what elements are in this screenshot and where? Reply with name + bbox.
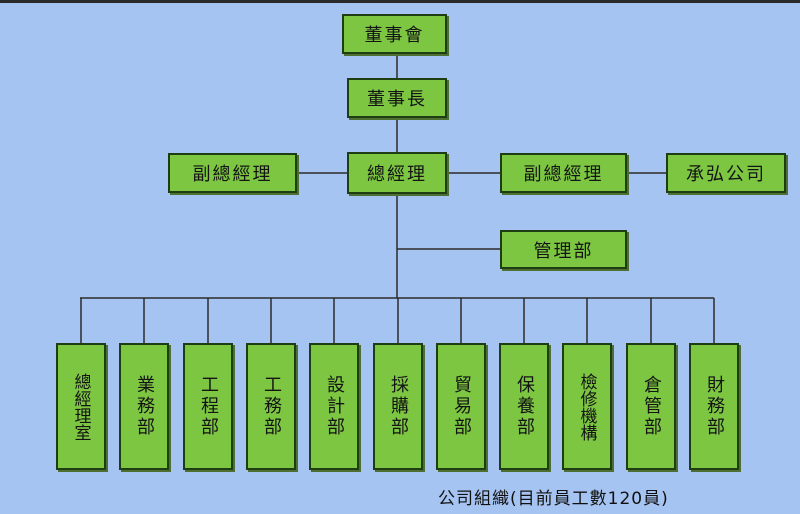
department-box: 設計部 <box>309 343 359 470</box>
department-box: 採購部 <box>373 343 423 470</box>
chairman-box: 董事長 <box>347 78 447 118</box>
vp-left-box: 副總經理 <box>168 153 297 193</box>
department-box: 倉管部 <box>626 343 676 470</box>
department-box: 工程部 <box>183 343 233 470</box>
admin-box: 管理部 <box>500 230 627 269</box>
vp-right-box: 副總經理 <box>500 153 627 193</box>
department-box: 業務部 <box>119 343 169 470</box>
department-box: 貿易部 <box>436 343 486 470</box>
department-box: 工務部 <box>246 343 296 470</box>
department-box: 財務部 <box>689 343 739 470</box>
department-box: 檢修機構 <box>562 343 612 470</box>
dept-drop-lines <box>80 298 715 343</box>
gm-box: 總經理 <box>347 152 447 194</box>
board-box: 董事會 <box>342 14 447 54</box>
org-caption: 公司組織(目前員工數120員) <box>438 489 669 509</box>
affiliate-box: 承弘公司 <box>666 153 786 193</box>
department-box: 保養部 <box>499 343 549 470</box>
department-box: 總經理室 <box>56 343 106 470</box>
top-border-line <box>0 0 800 3</box>
